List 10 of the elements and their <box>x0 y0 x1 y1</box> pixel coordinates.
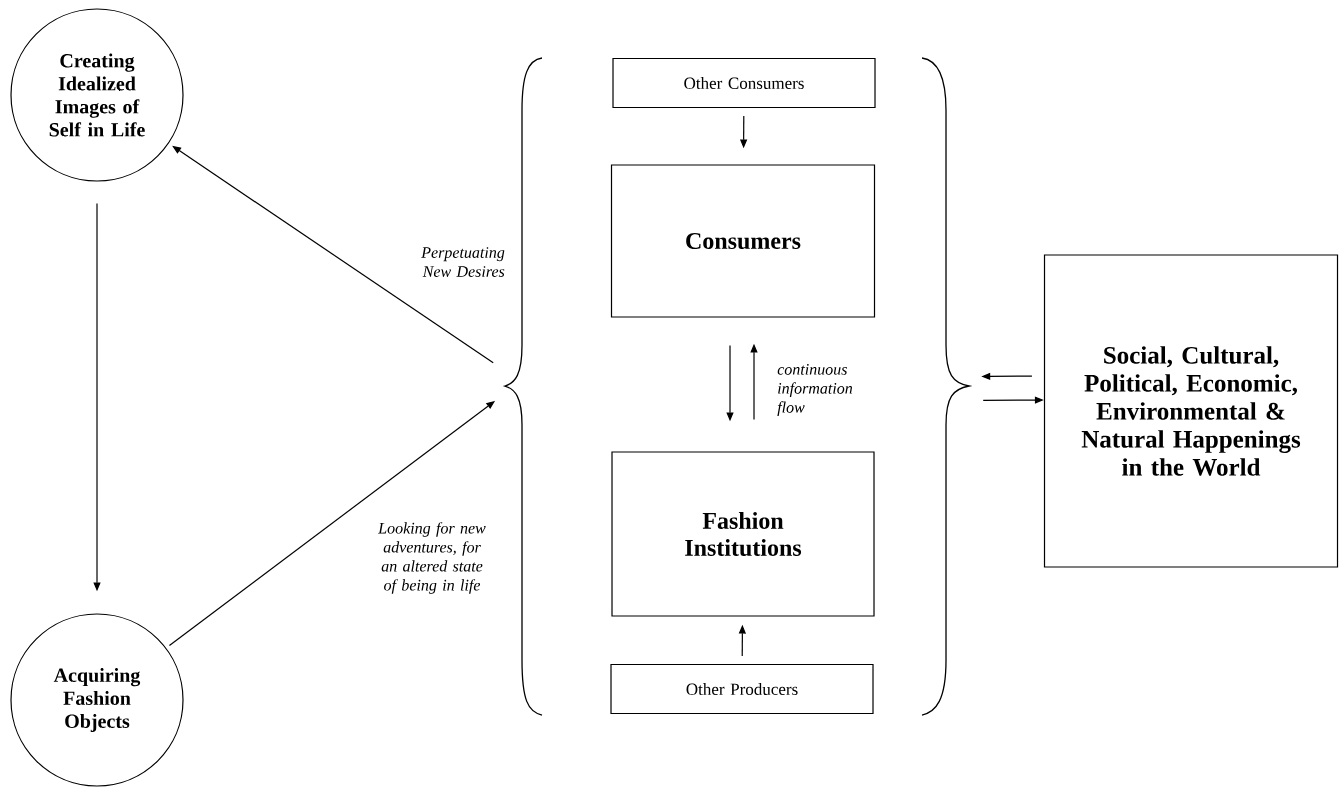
process-box: Fashion Institutions <box>611 451 875 617</box>
curly-brace <box>921 57 970 716</box>
process-box: Consumers <box>610 164 876 318</box>
edge-label: Perpetuating New Desires <box>421 247 505 277</box>
curly-brace <box>504 57 543 716</box>
edge-label: continuous information flow <box>777 364 853 416</box>
process-box: Social, Cultural, Political, Economic, Environmental & Natural Happenings in the World <box>1043 254 1339 568</box>
edge-label: Looking for new adventures, for an altered state of being in life <box>378 522 486 594</box>
process-box: Other Producers <box>610 663 874 715</box>
process-box: Other Consumers <box>612 57 876 109</box>
